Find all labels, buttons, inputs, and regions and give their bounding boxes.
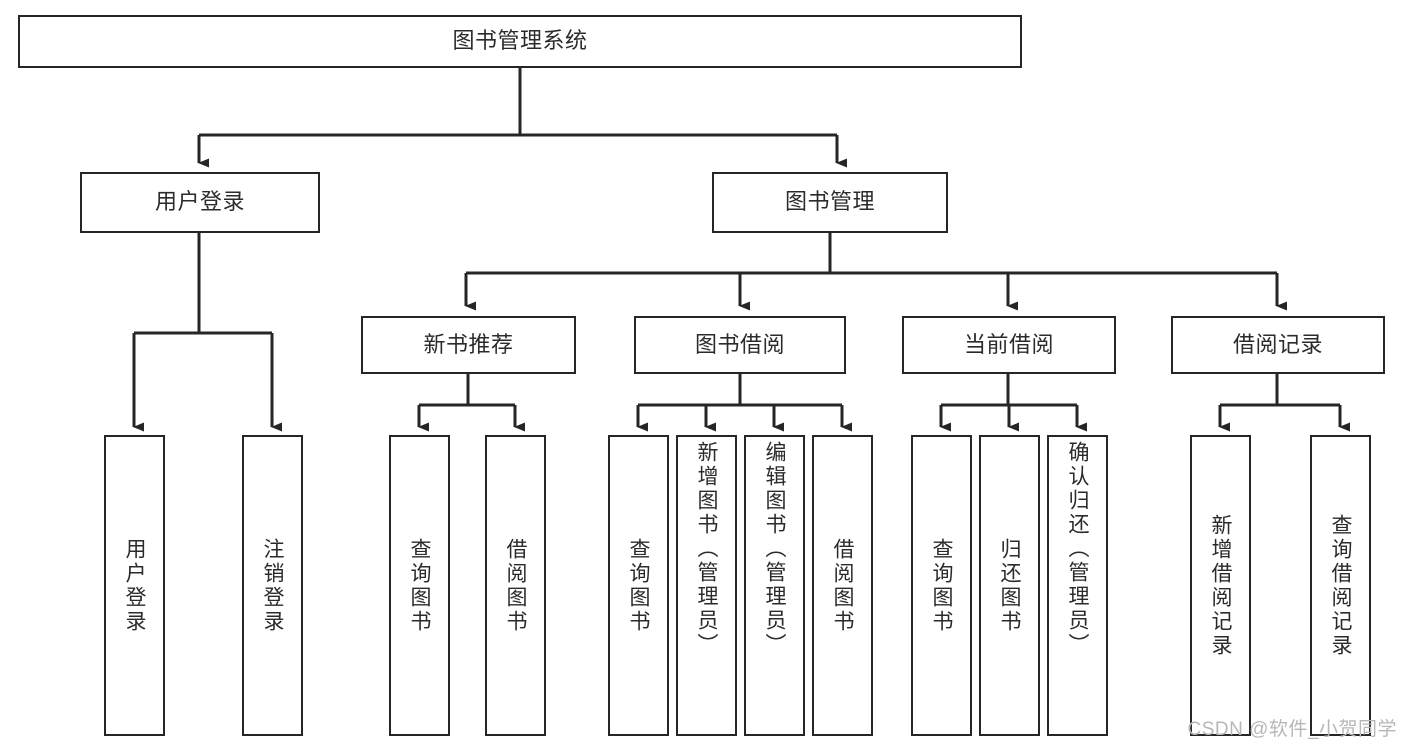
node-book-borrow[interactable]: 图书借阅 xyxy=(634,316,846,374)
leaf-query-book-1-label: 查询图书 xyxy=(408,537,431,634)
leaf-edit-book-label: 编辑图书（管理员） xyxy=(763,441,786,657)
leaf-query-record[interactable]: 查询借阅记录 xyxy=(1310,435,1371,736)
leaf-add-book[interactable]: 新增图书（管理员） xyxy=(676,435,737,736)
leaf-user-login-label: 用户登录 xyxy=(123,537,146,634)
leaf-logout[interactable]: 注销登录 xyxy=(242,435,303,736)
node-user-login[interactable]: 用户登录 xyxy=(80,172,320,233)
leaf-confirm-return-label: 确认归还（管理员） xyxy=(1066,441,1089,657)
node-root-label: 图书管理系统 xyxy=(452,28,588,54)
node-new-book-recommend[interactable]: 新书推荐 xyxy=(361,316,576,374)
leaf-user-login[interactable]: 用户登录 xyxy=(104,435,165,736)
node-book-manage-label: 图书管理 xyxy=(784,189,875,215)
leaf-confirm-return[interactable]: 确认归还（管理员） xyxy=(1047,435,1108,736)
leaf-return-book-label: 归还图书 xyxy=(998,537,1021,634)
node-borrow-record[interactable]: 借阅记录 xyxy=(1171,316,1385,374)
leaf-query-book-3-label: 查询图书 xyxy=(930,537,953,634)
csdn-watermark: CSDN @软件_小贺同学 xyxy=(1187,719,1397,740)
leaf-query-record-label: 查询借阅记录 xyxy=(1329,513,1352,658)
leaf-logout-label: 注销登录 xyxy=(261,537,284,634)
leaf-borrow-book-1-label: 借阅图书 xyxy=(504,537,527,634)
leaf-add-book-label: 新增图书（管理员） xyxy=(695,441,718,657)
leaf-query-book-3[interactable]: 查询图书 xyxy=(911,435,972,736)
node-root[interactable]: 图书管理系统 xyxy=(18,15,1022,68)
leaf-edit-book[interactable]: 编辑图书（管理员） xyxy=(744,435,805,736)
node-current-borrow[interactable]: 当前借阅 xyxy=(902,316,1116,374)
node-current-borrow-label: 当前借阅 xyxy=(963,331,1054,357)
node-book-borrow-label: 图书借阅 xyxy=(694,331,785,357)
node-book-manage[interactable]: 图书管理 xyxy=(712,172,948,233)
leaf-borrow-book-2[interactable]: 借阅图书 xyxy=(812,435,873,736)
leaf-add-record-label: 新增借阅记录 xyxy=(1209,513,1232,658)
node-user-login-label: 用户登录 xyxy=(154,189,245,215)
node-new-book-recommend-label: 新书推荐 xyxy=(423,331,514,357)
leaf-borrow-book-1[interactable]: 借阅图书 xyxy=(485,435,546,736)
leaf-borrow-book-2-label: 借阅图书 xyxy=(831,537,854,634)
leaf-query-book-2-label: 查询图书 xyxy=(627,537,650,634)
node-borrow-record-label: 借阅记录 xyxy=(1232,331,1323,357)
leaf-query-book-1[interactable]: 查询图书 xyxy=(389,435,450,736)
leaf-add-record[interactable]: 新增借阅记录 xyxy=(1190,435,1251,736)
leaf-query-book-2[interactable]: 查询图书 xyxy=(608,435,669,736)
leaf-return-book[interactable]: 归还图书 xyxy=(979,435,1040,736)
